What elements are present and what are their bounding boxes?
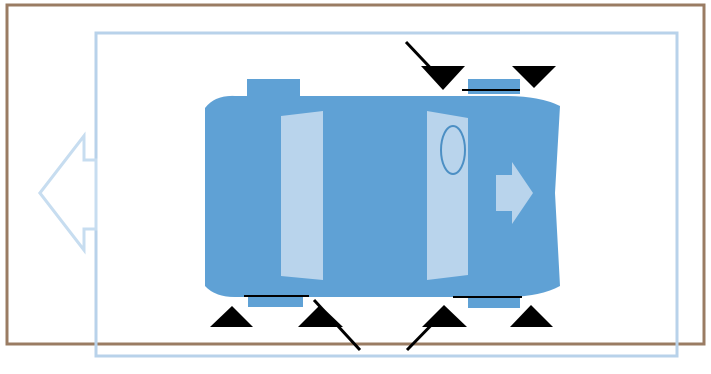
- triangle-marker-icon: [421, 66, 465, 90]
- pointer-line-top: [404, 40, 442, 80]
- pointer-line-bottom-right: [405, 307, 449, 352]
- pointer-line-bottom-left: [312, 298, 362, 352]
- triangle-marker-icon: [510, 305, 553, 327]
- triangle-marker-icon: [512, 66, 556, 88]
- vehicle-panel-left: [281, 111, 323, 280]
- wheel-top-left: [247, 79, 300, 97]
- triangle-marker-icon: [210, 306, 253, 327]
- wheel-top-right: [468, 79, 520, 94]
- arrow-right-icon: [496, 162, 533, 224]
- vehicle-panel-right: [427, 111, 468, 280]
- arrow-left-outline-icon: [38, 131, 98, 255]
- vehicle-oval-detail: [440, 125, 466, 175]
